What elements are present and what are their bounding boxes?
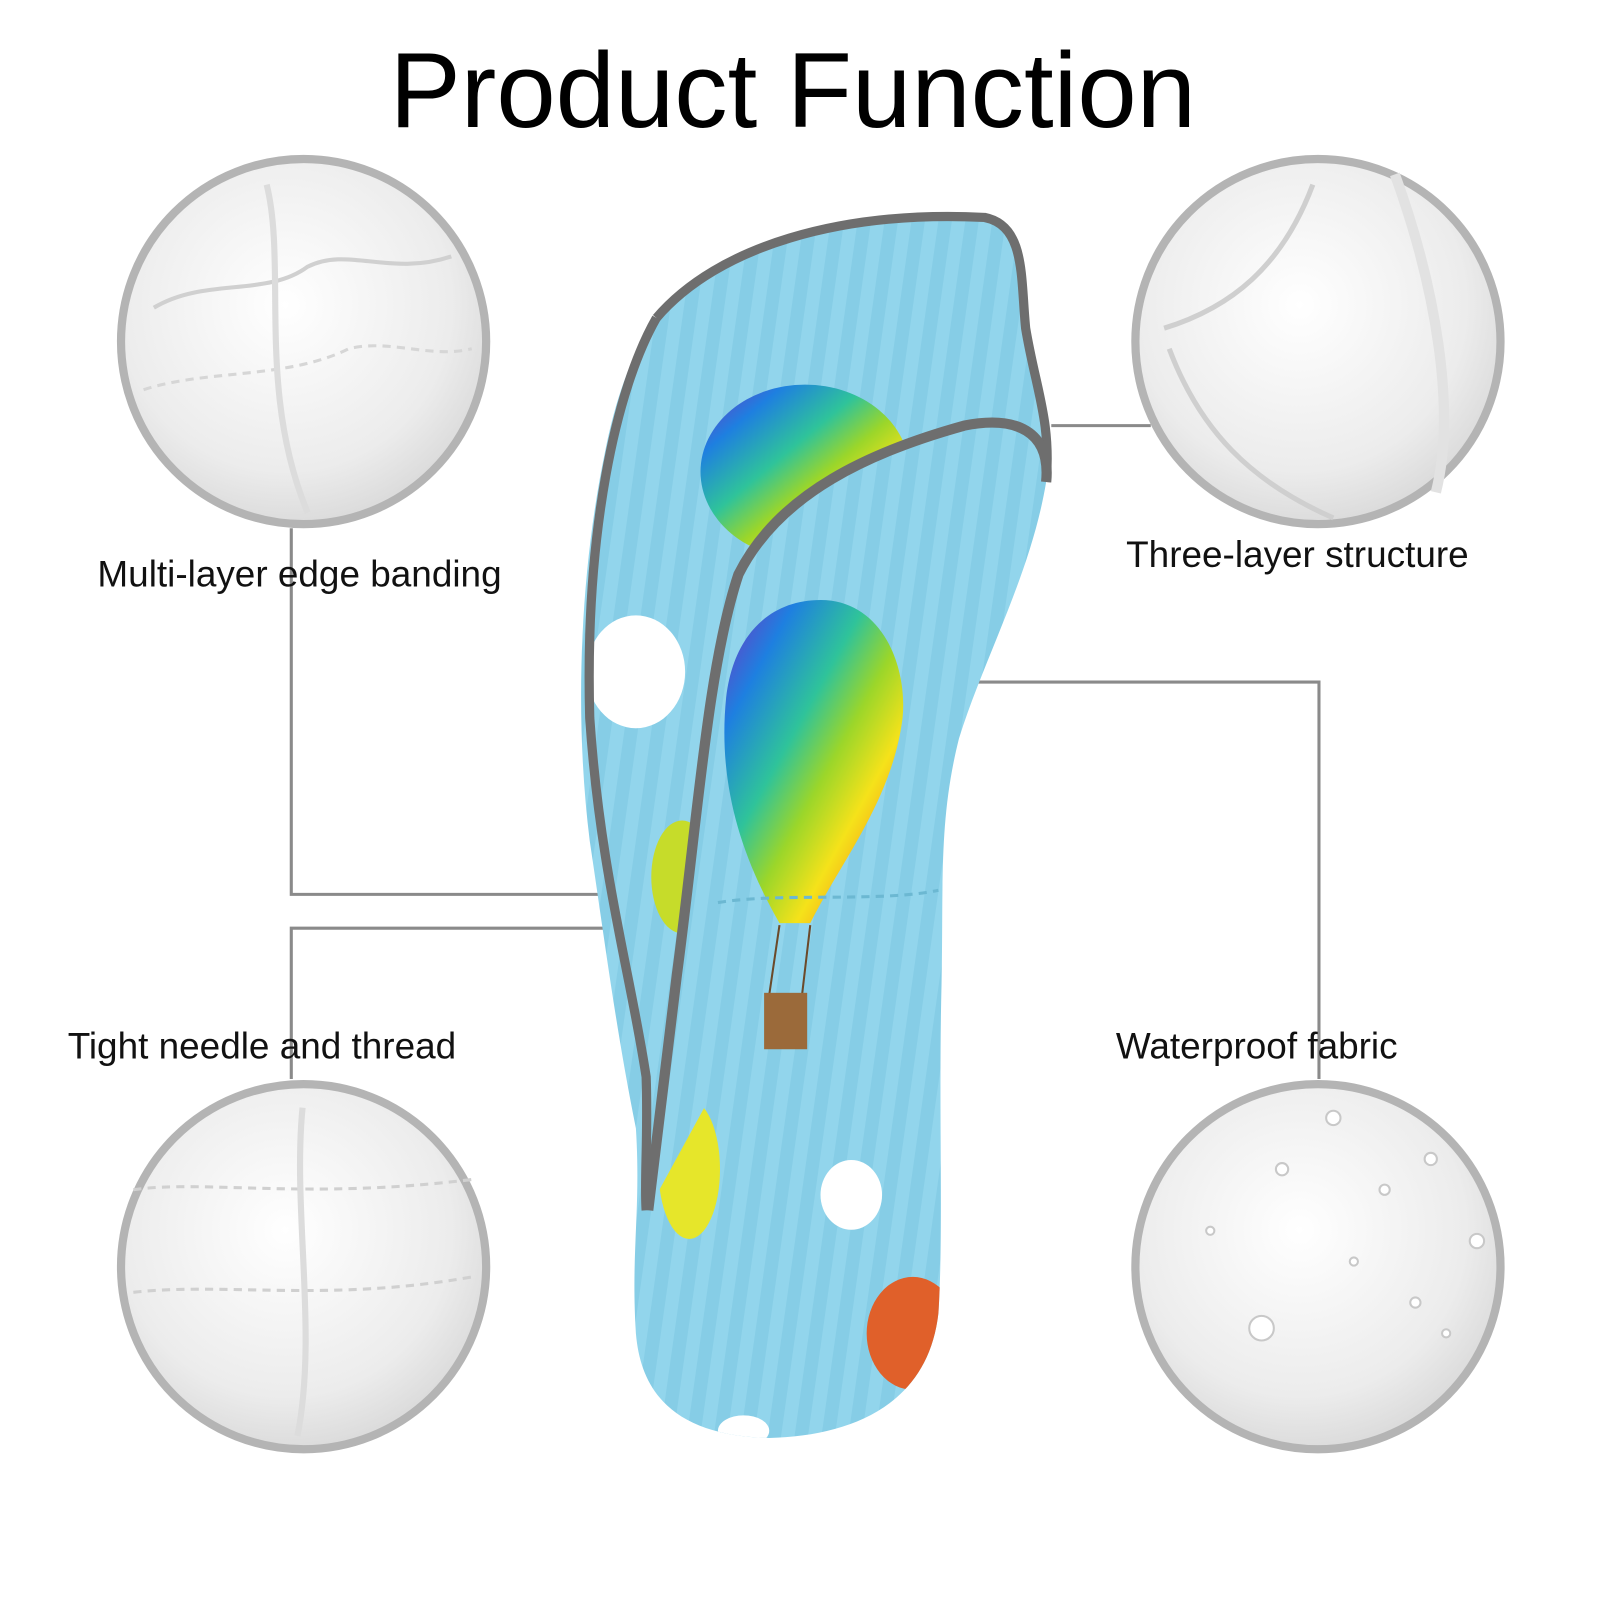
leader-line-waterproof (923, 680, 1321, 1079)
feature-label-edge-banding: Multi-layer edge banding (97, 554, 501, 595)
edge-banding-closeup-icon (116, 154, 491, 529)
layer-structure-closeup-icon (1131, 154, 1505, 529)
page-title: Product Function (390, 30, 1196, 150)
feature-label-needle-thread: Tight needle and thread (68, 1025, 456, 1066)
leader-line-needle-thread (289, 926, 616, 1079)
feature-label-waterproof: Waterproof fabric (1116, 1025, 1398, 1066)
golf-headcover-product-image (581, 211, 1052, 1438)
leader-line-edge-banding (289, 528, 616, 896)
feature-label-three-layer: Three-layer structure (1126, 534, 1469, 575)
stitching-closeup-icon (116, 1080, 491, 1454)
water-droplets-closeup-icon (1131, 1080, 1505, 1454)
